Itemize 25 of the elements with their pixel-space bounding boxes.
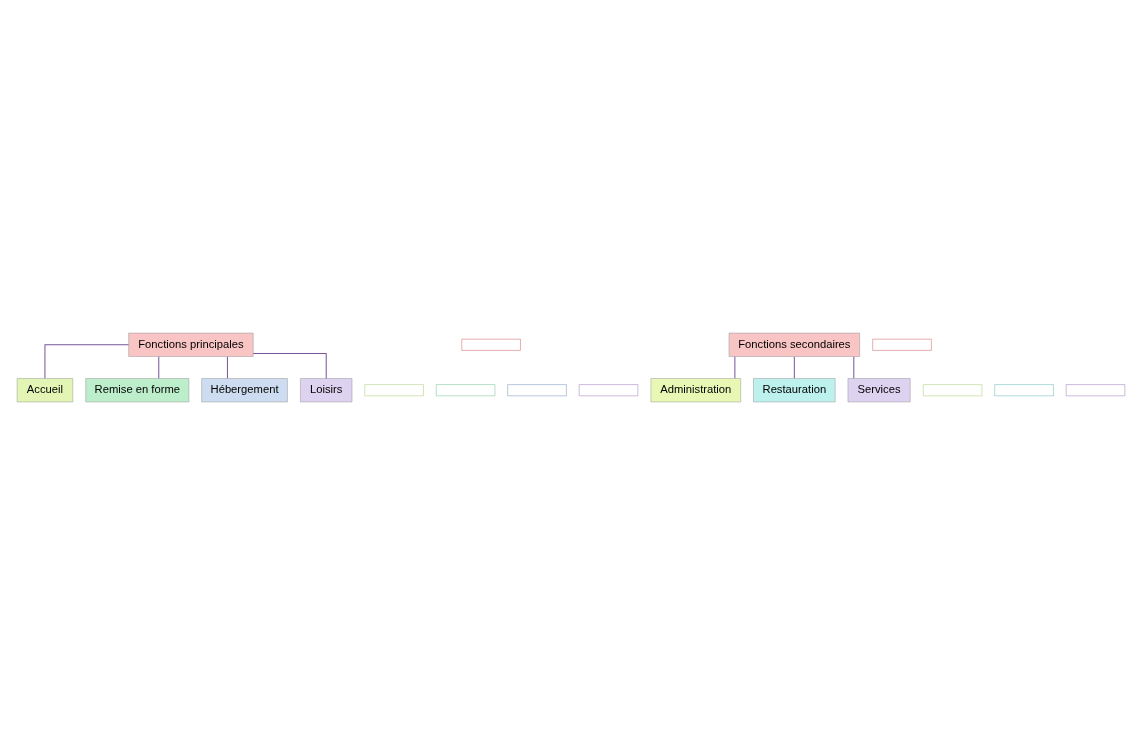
connector bbox=[44, 344, 130, 379]
connector bbox=[252, 352, 327, 379]
node-box: Hébergement bbox=[201, 378, 288, 403]
node-box: Administration bbox=[650, 378, 741, 403]
node-box bbox=[923, 384, 983, 397]
connector bbox=[793, 356, 795, 379]
node-box bbox=[994, 384, 1054, 397]
connector bbox=[853, 356, 855, 379]
node-box: Fonctions principales bbox=[128, 332, 254, 357]
node-box bbox=[578, 384, 639, 397]
node-box bbox=[1065, 384, 1126, 397]
node-box: Remise en forme bbox=[85, 378, 190, 403]
node-box: Loisirs bbox=[300, 378, 353, 403]
node-box: Services bbox=[847, 378, 911, 403]
node-box: Fonctions secondaires bbox=[728, 332, 860, 357]
connector bbox=[158, 356, 160, 379]
connector bbox=[226, 356, 228, 379]
node-box: Accueil bbox=[16, 378, 73, 403]
connector bbox=[734, 356, 736, 379]
node-box bbox=[507, 384, 567, 397]
node-box bbox=[461, 338, 521, 351]
node-box bbox=[435, 384, 496, 397]
node-box bbox=[872, 338, 932, 351]
node-box bbox=[364, 384, 424, 397]
node-box: Restauration bbox=[753, 378, 836, 403]
